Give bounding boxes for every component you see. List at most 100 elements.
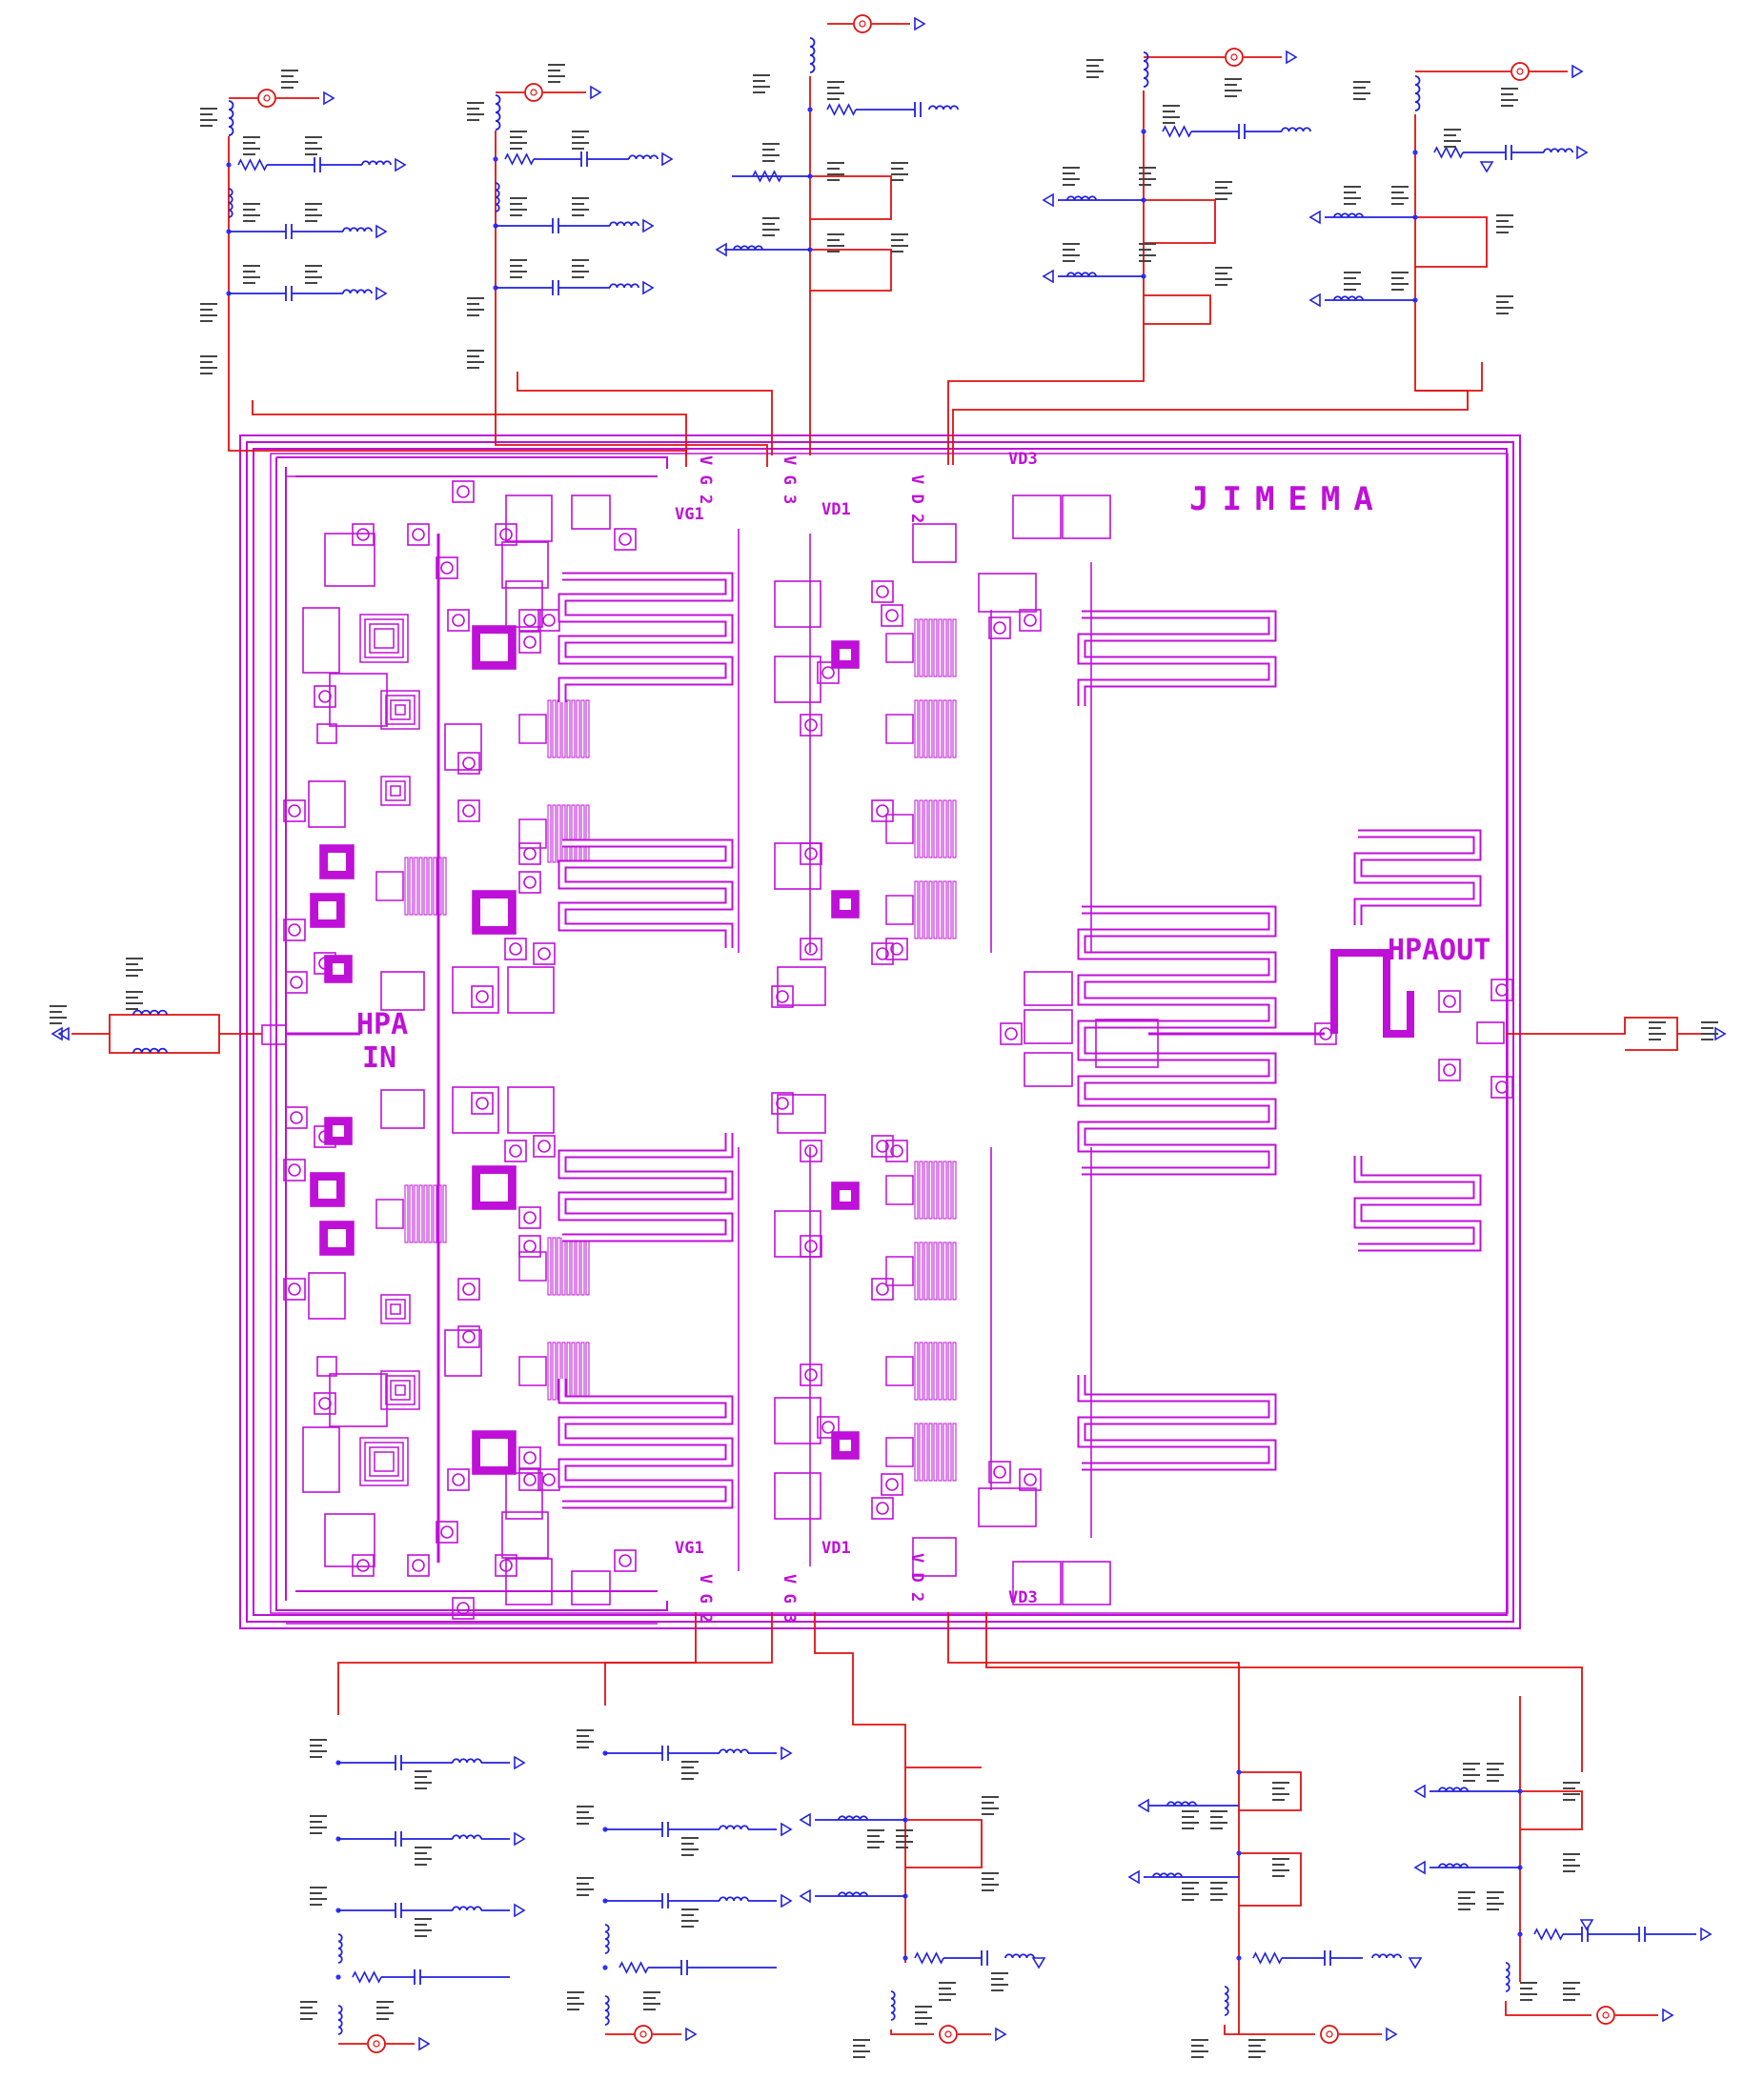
hemt-finger [428, 857, 433, 916]
via-hole [523, 1451, 537, 1464]
hemt-finger [418, 1184, 423, 1243]
via-hole [804, 1144, 818, 1158]
tiny-label [991, 1984, 1008, 1986]
tiny-label [300, 2018, 313, 2020]
tiny-label [467, 367, 479, 369]
bias-wire [1224, 2025, 1315, 2035]
tiny-label [1086, 76, 1099, 78]
capacitor-pad [329, 1373, 388, 1427]
via-hole [804, 1368, 818, 1382]
hemt-finger [947, 1423, 952, 1482]
via-hole [821, 666, 835, 679]
tiny-label [1191, 2045, 1204, 2047]
via-hole [618, 533, 632, 546]
hemt-finger [938, 1242, 943, 1301]
via-pad [471, 1092, 494, 1115]
tiny-label [200, 355, 217, 357]
tiny-label [50, 1022, 62, 1024]
tiny-label [1496, 214, 1513, 216]
tiny-label [1139, 178, 1156, 180]
tiny-label [853, 2056, 865, 2058]
via-pad [871, 1497, 894, 1520]
tiny-label [243, 203, 260, 205]
spiral-inductor [390, 699, 411, 720]
tiny-label [467, 113, 484, 115]
via-hole [288, 1282, 301, 1296]
hemt-finger [928, 880, 933, 939]
tiny-label [891, 173, 908, 175]
via-pad [885, 1140, 908, 1162]
hemt-finger [914, 1342, 919, 1401]
capacitor-pad [507, 1086, 555, 1134]
tiny-label [510, 148, 522, 150]
tiny-label [200, 108, 217, 110]
tiny-label [681, 1837, 699, 1839]
tiny-label [1487, 1908, 1499, 1910]
solid-pad [472, 890, 517, 935]
via-pad [614, 528, 637, 551]
tiny-label [1182, 1882, 1199, 1884]
capacitor-pad [452, 1086, 499, 1134]
hemt-finger [947, 1242, 952, 1301]
tiny-label [310, 1832, 322, 1834]
tiny-label [467, 361, 484, 363]
via-hole [876, 947, 889, 960]
tiny-label [853, 2050, 870, 2052]
via-pad [518, 631, 541, 654]
bias-wire [810, 249, 892, 292]
tiny-label [200, 309, 213, 311]
combiner-cap [1024, 971, 1073, 1006]
via-hole [885, 1478, 899, 1491]
bias-wire [1506, 1017, 1678, 1051]
hemt-finger [571, 804, 576, 863]
tiny-label [1444, 134, 1456, 136]
tiny-label [300, 2001, 317, 2003]
ground-icon [1413, 1860, 1426, 1875]
tiny-label [762, 217, 780, 219]
inductor-icon [609, 221, 639, 227]
spiral-inductor [359, 1437, 409, 1486]
tiny-label [867, 1847, 880, 1848]
hemt-finger [557, 1237, 561, 1296]
hemt-finger [933, 1242, 938, 1301]
tiny-label [126, 963, 138, 965]
via-hole [509, 942, 522, 956]
spiral-inductor [385, 1375, 416, 1405]
tiny-label [577, 1883, 589, 1885]
tiny-label [1458, 1891, 1475, 1893]
tiny-label [281, 70, 298, 71]
via-hole [804, 1240, 818, 1253]
bias-wire [604, 1612, 773, 1706]
via-pad [518, 871, 541, 894]
tiny-label [510, 265, 522, 267]
tiny-label [1649, 1039, 1661, 1040]
tiny-label [1463, 1774, 1480, 1776]
tiny-label [1496, 313, 1509, 314]
via-hole [476, 990, 489, 1003]
via-pad [352, 1554, 375, 1577]
resistor-icon [1433, 146, 1464, 159]
capacitor-pad [302, 607, 340, 674]
tiny-label [681, 1920, 699, 1922]
inductor-icon [1438, 1787, 1469, 1792]
tiny-label [200, 320, 213, 322]
inductor-icon [1004, 1953, 1035, 1959]
tiny-label [1139, 184, 1151, 186]
solid-pad [831, 890, 860, 919]
tiny-label [1248, 2050, 1266, 2052]
tiny-label [305, 265, 322, 267]
tiny-label [939, 1988, 951, 1989]
via-hole [821, 1421, 835, 1434]
tiny-label [982, 1884, 999, 1886]
bias-wire [985, 1612, 1583, 1772]
tiny-label [1272, 1875, 1285, 1877]
chip-title: JIMEMA [1189, 480, 1387, 518]
hemt-finger [409, 857, 414, 916]
tiny-label [510, 136, 522, 138]
hemt-gate [518, 1251, 547, 1282]
tiny-label [991, 1989, 1004, 1991]
tiny-label [1649, 1027, 1661, 1029]
tiny-label [1139, 249, 1151, 251]
tiny-label [853, 2045, 865, 2047]
dc-source-icon [853, 14, 872, 33]
